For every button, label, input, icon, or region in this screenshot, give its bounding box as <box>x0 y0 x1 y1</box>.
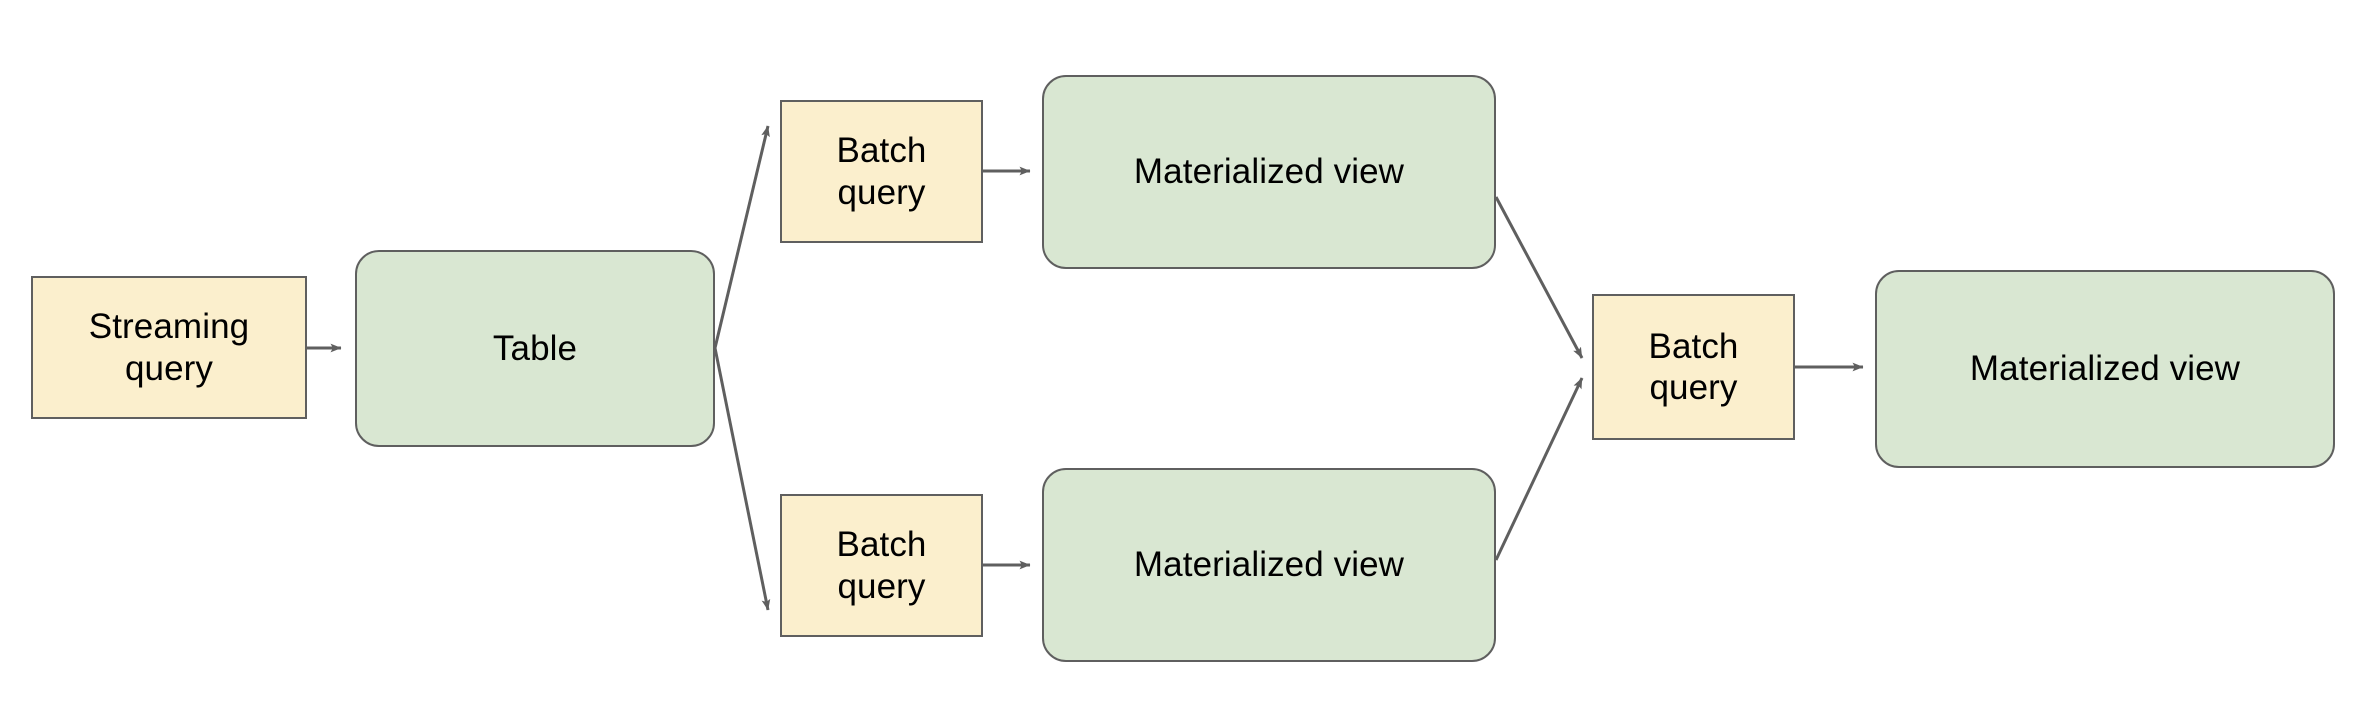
node-materialized-view-final-label: Materialized view <box>1969 349 2241 389</box>
node-batch-query-join-label: Batch query <box>1648 326 1739 407</box>
node-streaming-query-label: Streaming query <box>88 307 250 388</box>
node-batch-query-bottom-label: Batch query <box>836 525 927 606</box>
edge-table-to-batch-query-top <box>713 125 770 349</box>
node-materialized-view-top-label: Materialized view <box>1133 152 1405 192</box>
node-materialized-view-bottom-label: Materialized view <box>1133 545 1405 585</box>
node-materialized-view-bottom[interactable]: Materialized view <box>1042 468 1496 662</box>
node-streaming-query[interactable]: Streaming query <box>31 276 307 419</box>
node-table-label: Table <box>492 328 578 368</box>
edge-materialized-view-top-to-batch-query-join <box>1494 196 1584 359</box>
node-batch-query-bottom[interactable]: Batch query <box>780 494 983 637</box>
node-batch-query-join[interactable]: Batch query <box>1592 294 1795 440</box>
node-table[interactable]: Table <box>355 250 715 447</box>
edge-materialized-view-bottom-to-batch-query-join <box>1494 377 1584 561</box>
node-materialized-view-final[interactable]: Materialized view <box>1875 270 2335 468</box>
node-materialized-view-top[interactable]: Materialized view <box>1042 75 1496 269</box>
edge-table-to-batch-query-bottom <box>713 347 771 611</box>
node-batch-query-top-label: Batch query <box>836 131 927 212</box>
node-batch-query-top[interactable]: Batch query <box>780 100 983 243</box>
